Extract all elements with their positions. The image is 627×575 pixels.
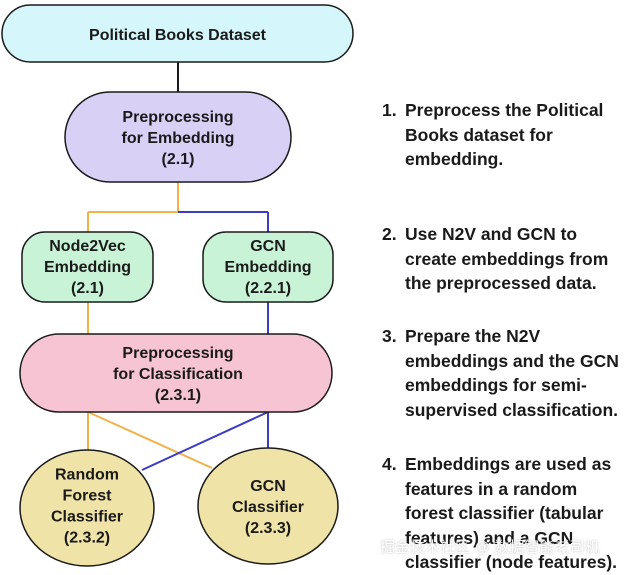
- watermark: 掘金技术社区 @ 数据智能老司机: [380, 538, 600, 556]
- node-label-line: Embedding: [44, 259, 131, 276]
- node-label-line: for Embedding: [122, 130, 235, 147]
- node-dataset: Political Books Dataset: [1, 4, 354, 63]
- node-label-line: Embedding: [224, 259, 311, 276]
- step-4-number: 4.: [382, 454, 397, 474]
- step-1-number: 1.: [382, 100, 397, 120]
- node-label-line: GCN: [250, 478, 286, 495]
- node-label-line: (2.3.3): [245, 520, 291, 537]
- node-label-line: for Classification: [113, 366, 243, 383]
- node-label-line: (2.2.1): [245, 280, 291, 297]
- node-label-line: Preprocessing: [122, 345, 233, 362]
- node-label-line: Random: [55, 467, 119, 484]
- node-dataset-label: Political Books Dataset: [89, 27, 267, 44]
- node-label-line: Classifier: [232, 499, 304, 516]
- step-4-text: Embeddings are used as features in a ran…: [405, 454, 618, 572]
- connector-n2v-to-gcn-classifier: [87, 411, 213, 469]
- node-label-line: Political Books Dataset: [89, 27, 267, 44]
- node-label-line: Preprocessing: [122, 109, 233, 126]
- node-preprocessing-for-embedding-label: Preprocessing for Embedding (2.1): [122, 109, 235, 168]
- node-preprocessing-for-classification-label: Preprocessing for Classification (2.3.1): [113, 345, 243, 404]
- node-label-line: GCN: [250, 238, 286, 255]
- node-gcn-classifier-label: GCN Classifier (2.3.3): [232, 478, 304, 537]
- step-3-text: Prepare the N2V embeddings and the GCN e…: [405, 326, 619, 420]
- node-label-line: Forest: [63, 488, 113, 505]
- node-label-line: (2.3.1): [155, 387, 201, 404]
- node-label-line: Node2Vec: [49, 238, 126, 255]
- node-gcn-classifier: GCN Classifier (2.3.3): [197, 447, 339, 565]
- node-label-line: (2.1): [162, 151, 195, 168]
- step-1-text: Preprocess the Political Books dataset f…: [405, 100, 604, 169]
- step-2-text: Use N2V and GCN to create embeddings fro…: [405, 224, 609, 293]
- step-1: 1. Preprocess the Political Books datase…: [382, 98, 627, 172]
- node-gcn-embedding-label: GCN Embedding (2.2.1): [224, 238, 311, 297]
- connector-gcn-to-random-forest: [141, 411, 269, 471]
- step-2: 2. Use N2V and GCN to create embeddings …: [382, 222, 627, 296]
- node-label-line: (2.3.2): [64, 530, 110, 547]
- node-preprocessing-for-classification: Preprocessing for Classification (2.3.1): [19, 333, 333, 413]
- step-2-number: 2.: [382, 224, 397, 244]
- step-3-number: 3.: [382, 326, 397, 346]
- node-label-line: Classifier: [51, 509, 123, 526]
- step-3: 3. Prepare the N2V embeddings and the GC…: [382, 324, 627, 422]
- node-gcn-embedding: GCN Embedding (2.2.1): [202, 231, 334, 303]
- node-preprocessing-for-embedding: Preprocessing for Embedding (2.1): [64, 91, 292, 183]
- node-label-line: (2.1): [71, 280, 104, 297]
- step-4: 4. Embeddings are used as features in a …: [382, 452, 627, 575]
